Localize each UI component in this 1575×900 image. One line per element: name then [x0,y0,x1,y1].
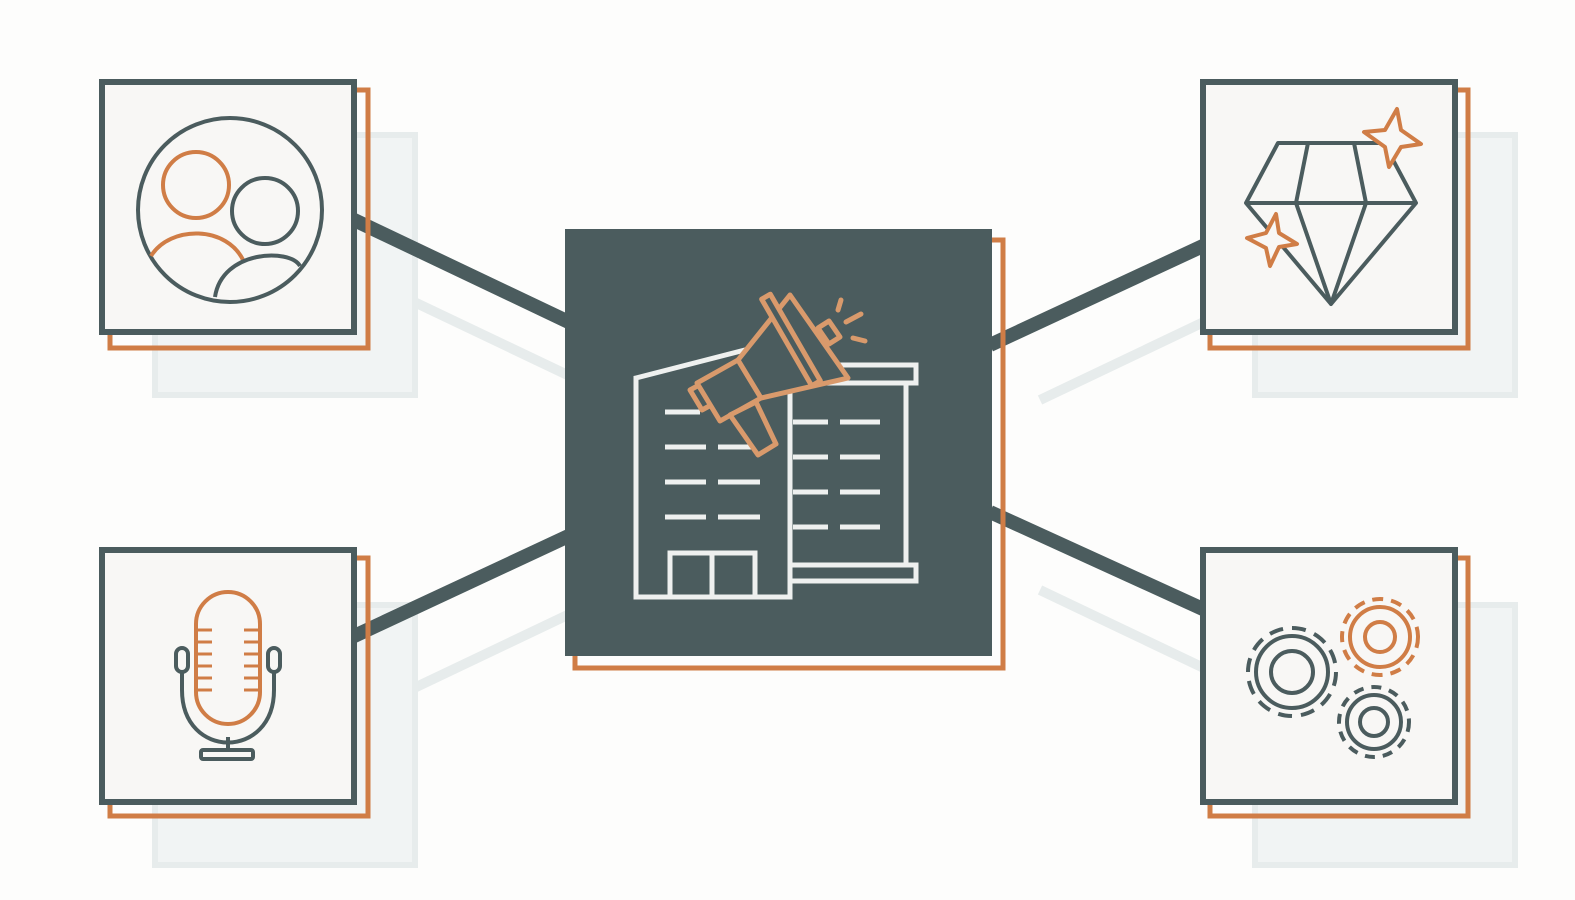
diamond-sparkle-icon [1244,107,1423,306]
connector-bottom-right [987,505,1208,617]
connector-lines [346,211,1208,645]
gears-icon [1246,597,1420,759]
node-top-left[interactable] [99,79,371,351]
node-bottom-right[interactable] [1200,547,1471,819]
node-card [99,547,357,805]
node-top-right[interactable] [1200,79,1471,351]
office-building-megaphone-icon [633,291,919,600]
podcast-microphone-icon [174,590,282,761]
node-card [99,79,357,335]
connector-bottom-left [347,526,578,645]
node-card [1200,79,1458,335]
hub-node[interactable] [565,229,1006,671]
gear-large [1246,626,1338,718]
gear-orange [1340,597,1420,677]
connector-top-left [346,211,579,332]
node-bottom-left[interactable] [99,547,371,819]
gear-small [1337,685,1411,759]
users-group-icon [136,116,324,304]
hub-box [565,229,992,656]
connector-top-right [987,238,1208,352]
